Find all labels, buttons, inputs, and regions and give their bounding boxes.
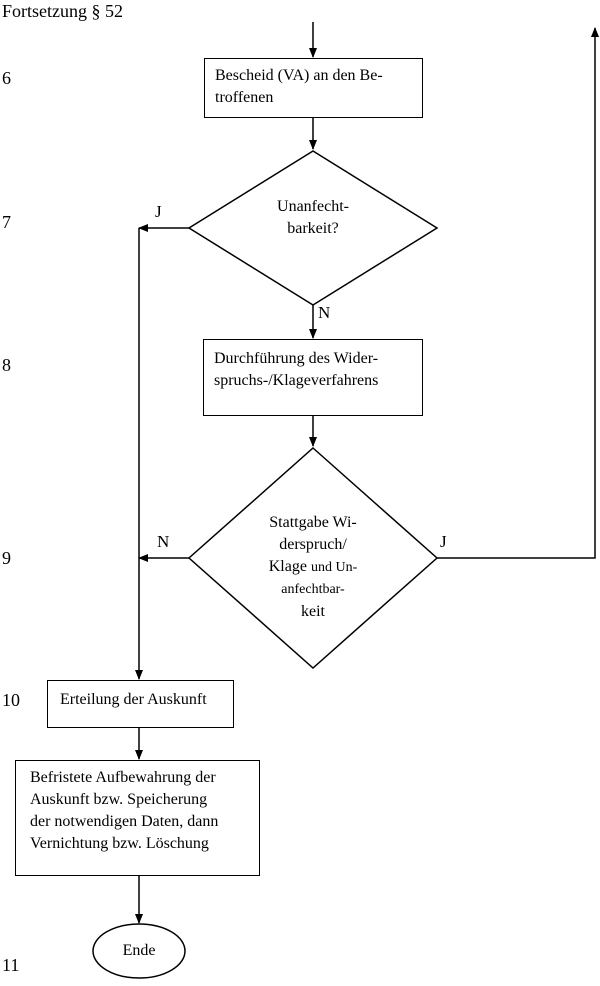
box-widerspruch-line2: spruchs-/Klageverfahrens (214, 372, 379, 389)
box-aufbewahrung-line2: Auskunft bzw. Speicherung (30, 791, 208, 808)
arrow-decision2-yes (437, 27, 599, 559)
box-widerspruch-line1: Durchführung des Wider- (214, 350, 379, 367)
box-auskunft-text: Erteilung der Auskunft (60, 691, 207, 708)
step-number-8: 8 (2, 355, 11, 375)
box-aufbewahrung-line1: Befristete Aufbewahrung der (30, 769, 216, 786)
decision1-no-label: N (318, 303, 331, 322)
terminal-ende-shape (92, 923, 186, 979)
decision2-line3-a: Klage (268, 558, 311, 575)
page-header: Fortsetzung § 52 (2, 1, 123, 21)
decision2-line5: keit (301, 603, 325, 620)
decision-unanfechtbarkeit-text: Unanfecht- barkeit? (253, 196, 373, 240)
box-bescheid: Bescheid (VA) an den Be- troffenen (204, 58, 423, 118)
decision2-no-label: N (157, 532, 170, 551)
step-number-10: 10 (2, 690, 20, 710)
box-erteilung-auskunft: Erteilung der Auskunft (47, 680, 234, 728)
box-bescheid-line2: troffenen (215, 89, 274, 106)
step-number-9: 9 (2, 548, 11, 568)
terminal-ende-text: Ende (122, 942, 156, 959)
decision1-yes-label: J (155, 202, 162, 221)
decision2-line1: Stattgabe Wi- (269, 514, 357, 531)
decision2-line4: anfechtbar- (281, 582, 345, 597)
step-number-11: 11 (2, 955, 20, 975)
box-aufbewahrung-line4: Vernichtung bzw. Löschung (30, 835, 209, 852)
box-aufbewahrung-line3: der notwendigen Daten, dann (30, 813, 219, 830)
decision2-line3-b: und Un- (310, 560, 358, 575)
decision1-line2: barkeit? (287, 220, 339, 237)
decision2-yes-label: J (440, 532, 447, 551)
decision-stattgabe-text: Stattgabe Wi- derspruch/ Klage und Un- a… (243, 512, 383, 623)
step-number-6: 6 (2, 68, 11, 88)
box-widerspruchsverfahren: Durchführung des Wider- spruchs-/Klageve… (203, 339, 423, 416)
box-aufbewahrung: Befristete Aufbewahrung der Auskunft bzw… (15, 760, 260, 876)
box-bescheid-line1: Bescheid (VA) an den Be- (215, 67, 383, 84)
step-number-7: 7 (2, 212, 11, 232)
decision-stattgabe-shape (187, 446, 439, 670)
decision1-line1: Unanfecht- (277, 198, 349, 215)
decision2-line2: derspruch/ (279, 536, 347, 553)
decision2-line3: Klage und Un- (243, 556, 383, 579)
